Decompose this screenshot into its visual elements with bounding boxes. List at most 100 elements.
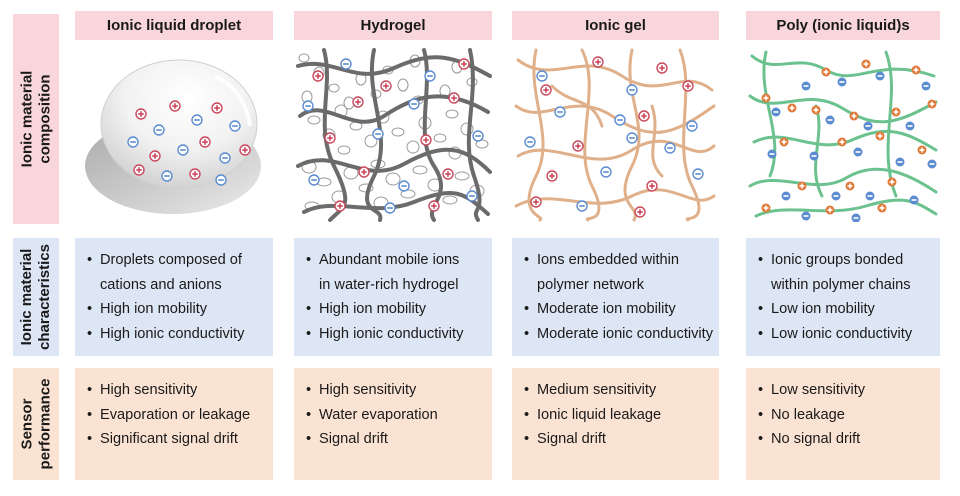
water-loop [433,133,447,143]
cation-icon [646,180,658,192]
performance-item: •No leakage [758,403,930,428]
anion-icon [308,174,320,186]
anion-icon [472,130,484,142]
cation-icon [638,110,650,122]
cation-icon [656,62,668,74]
performance-item: •Signal drift [306,427,482,452]
anion-icon [536,70,548,82]
performance-ionic-gel: •Medium sensitivity•Ionic liquid leakage… [512,368,719,480]
anion-icon [229,120,241,132]
cation-icon [352,96,364,108]
characteristics-text: High ion mobility [100,301,208,317]
polymer-chain [550,84,604,128]
bullet: • [758,325,764,342]
bullet: • [306,431,312,447]
anion-icon [153,124,165,136]
cation-icon [428,200,440,212]
cation-icon [875,131,885,141]
characteristics-text: High ionic conductivity [100,325,245,342]
cation-icon [530,196,542,208]
water-loop [406,140,420,154]
performance-item: •High sensitivity [87,378,263,403]
cation-icon [169,100,181,112]
performance-item: •Water evaporation [306,403,482,428]
performance-text: Low sensitivity [771,382,866,398]
characteristics-item: •Moderate ion mobility [524,297,709,322]
characteristics-item: •Low ionic conductivity [758,322,930,347]
performance-text: Signal drift [537,431,606,447]
polymer-chain [752,129,938,152]
characteristics-item: •Moderate ionic conductivity [524,322,713,347]
bullet: • [524,252,530,268]
anion-icon [524,136,536,148]
header-hydrogel: Hydrogel [294,11,492,40]
anion-icon [895,157,905,167]
polymer-chain [748,94,938,124]
characteristics-text: Moderate ion mobility [537,301,676,317]
anion-icon [831,191,841,201]
characteristics-item: •High ion mobility [306,297,482,322]
cation-icon [199,136,211,148]
cation-icon [592,56,604,68]
cation-icon [572,140,584,152]
cation-icon [825,205,835,215]
cation-icon [887,177,897,187]
cation-icon [811,105,821,115]
cation-icon [682,80,694,92]
row-label-characteristics-text: Ionic material characteristics [18,244,53,350]
water-loop [385,172,401,186]
anion-icon [875,71,885,81]
characteristics-text: within polymer chains [771,276,911,293]
characteristics-item: •High ionic conductivity [306,322,482,347]
droplet-highlight [214,74,252,127]
bullet: • [524,382,530,398]
characteristics-text: Abundant mobile ions [319,252,460,268]
cation-icon [358,166,370,178]
characteristics-item: •High ion mobility [87,297,263,322]
anion-icon [398,180,410,192]
performance-item: •Significant signal drift [87,427,263,452]
water-loop [412,165,428,175]
characteristics-text: Low ion mobility [771,301,875,317]
water-loop [337,145,351,155]
water-loop [454,171,470,181]
characteristics-text: Droplets composed of [100,252,242,268]
cation-icon [927,99,937,109]
characteristics-text: cations and anions [100,276,222,293]
cation-icon [634,206,646,218]
performance-item: •Signal drift [524,427,709,452]
characteristics-item: in water-rich hydrogel [306,273,482,298]
performance-text: Medium sensitivity [537,382,657,398]
cation-icon [837,137,847,147]
row-label-characteristics: Ionic material characteristics [13,238,59,356]
polymer-chain [884,50,898,198]
cation-icon [312,70,324,82]
polymer-chain [516,139,716,161]
row-label-performance-text: Sensor performance [18,378,53,470]
polymer-chain [365,48,384,222]
anion-icon [408,98,420,110]
hydrogel-illustration [296,48,492,222]
header-ionic-gel: Ionic gel [512,11,719,40]
polymer-chain [754,198,938,218]
polymer-chain [514,188,716,208]
cation-icon [189,168,201,180]
bullet: • [87,431,93,447]
anion-icon [809,151,819,161]
anion-icon [851,213,861,222]
bullet: • [306,382,312,398]
anion-icon [767,149,777,159]
anion-icon [825,115,835,125]
anion-icon [853,147,863,157]
anion-icon [191,114,203,126]
cation-icon [797,181,807,191]
water-loop [391,127,405,137]
anion-icon [302,100,314,112]
cation-icon [540,84,552,96]
bullet: • [758,382,764,398]
characteristics-item: •Abundant mobile ions [306,248,482,273]
